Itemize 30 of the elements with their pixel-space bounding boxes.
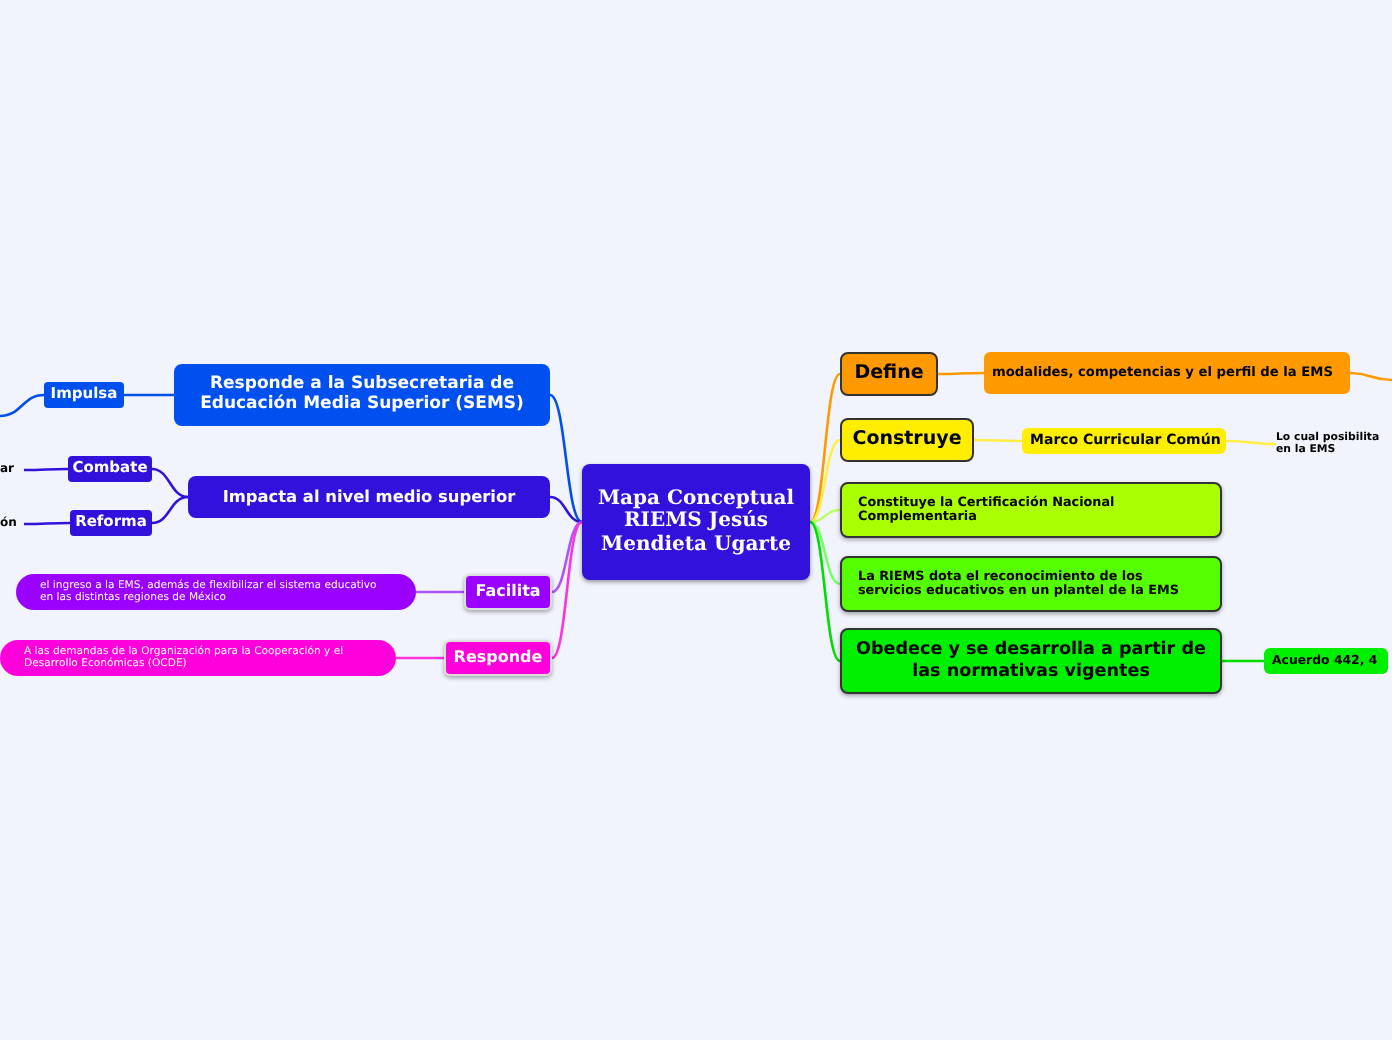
connector-line [809, 520, 841, 663]
connector-line [1222, 659, 1264, 663]
connector-line [151, 495, 189, 525]
connector-line [551, 520, 583, 660]
connector-line [809, 373, 841, 523]
topic-box: Obedece y se desarrolla a partir de las normativas vigentes [840, 628, 1222, 694]
connector-line [549, 495, 583, 524]
connector-line [1349, 371, 1392, 382]
topic-box: Define [840, 352, 938, 396]
connector-line [809, 520, 841, 586]
connector-line [416, 590, 464, 594]
connector-line [0, 393, 45, 418]
connector-line [396, 656, 444, 660]
connector-line [974, 438, 1022, 443]
topic-box: Construye [840, 418, 974, 462]
topic-box: Impacta al nivel medio superior [188, 476, 550, 518]
topic-box: Facilita [464, 574, 552, 610]
topic-box: Responde [444, 640, 552, 676]
connector-line [938, 371, 984, 376]
connector-line [124, 393, 174, 397]
connector-line [1226, 439, 1276, 446]
connector-line [549, 393, 583, 524]
connector-line [151, 467, 189, 499]
connector-line [24, 521, 70, 526]
connector-line [809, 438, 841, 524]
topic-box: Responde a la Subsecretaria de Educación Media Superior (SEMS) [174, 364, 550, 426]
connector-line [809, 508, 841, 524]
connector-line [24, 467, 68, 472]
connector-line [551, 520, 583, 594]
central-topic-box: Mapa Conceptual RIEMS Jesús Mendieta Ugarte [582, 464, 810, 580]
